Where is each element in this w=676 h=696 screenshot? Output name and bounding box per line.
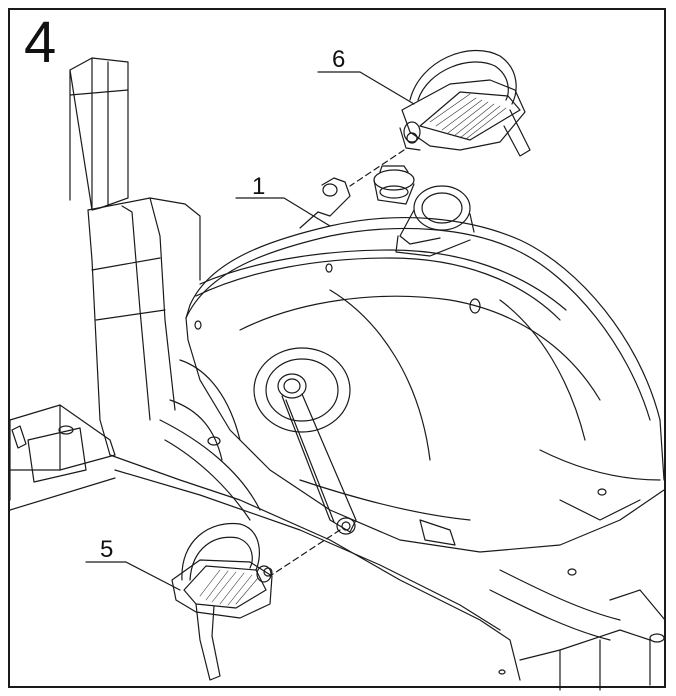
pedal-right-tread bbox=[429, 93, 507, 140]
base-frame bbox=[9, 404, 666, 691]
main-shroud bbox=[169, 217, 665, 675]
callout-label-6: 6 bbox=[332, 46, 346, 73]
leader-5 bbox=[85, 561, 181, 591]
leader-6 bbox=[317, 71, 415, 105]
assembly-line-pedal-6 bbox=[349, 149, 405, 187]
pedal-left-tread bbox=[199, 569, 259, 606]
step-number: 4 bbox=[24, 10, 57, 75]
diagram-frame bbox=[8, 8, 666, 688]
pedal-right bbox=[399, 49, 531, 157]
leader-1 bbox=[235, 197, 331, 227]
assembly-line-pedal-5 bbox=[269, 529, 341, 577]
adjustment-knob bbox=[373, 165, 415, 205]
callout-label-1: 1 bbox=[252, 173, 266, 200]
seat-socket bbox=[395, 185, 475, 257]
crank-assembly bbox=[253, 347, 357, 535]
upright-post bbox=[69, 57, 201, 456]
lower-fairing bbox=[159, 419, 621, 641]
callout-label-5: 5 bbox=[100, 536, 114, 563]
right-crank-arm bbox=[299, 177, 351, 229]
pedal-left bbox=[171, 522, 273, 681]
